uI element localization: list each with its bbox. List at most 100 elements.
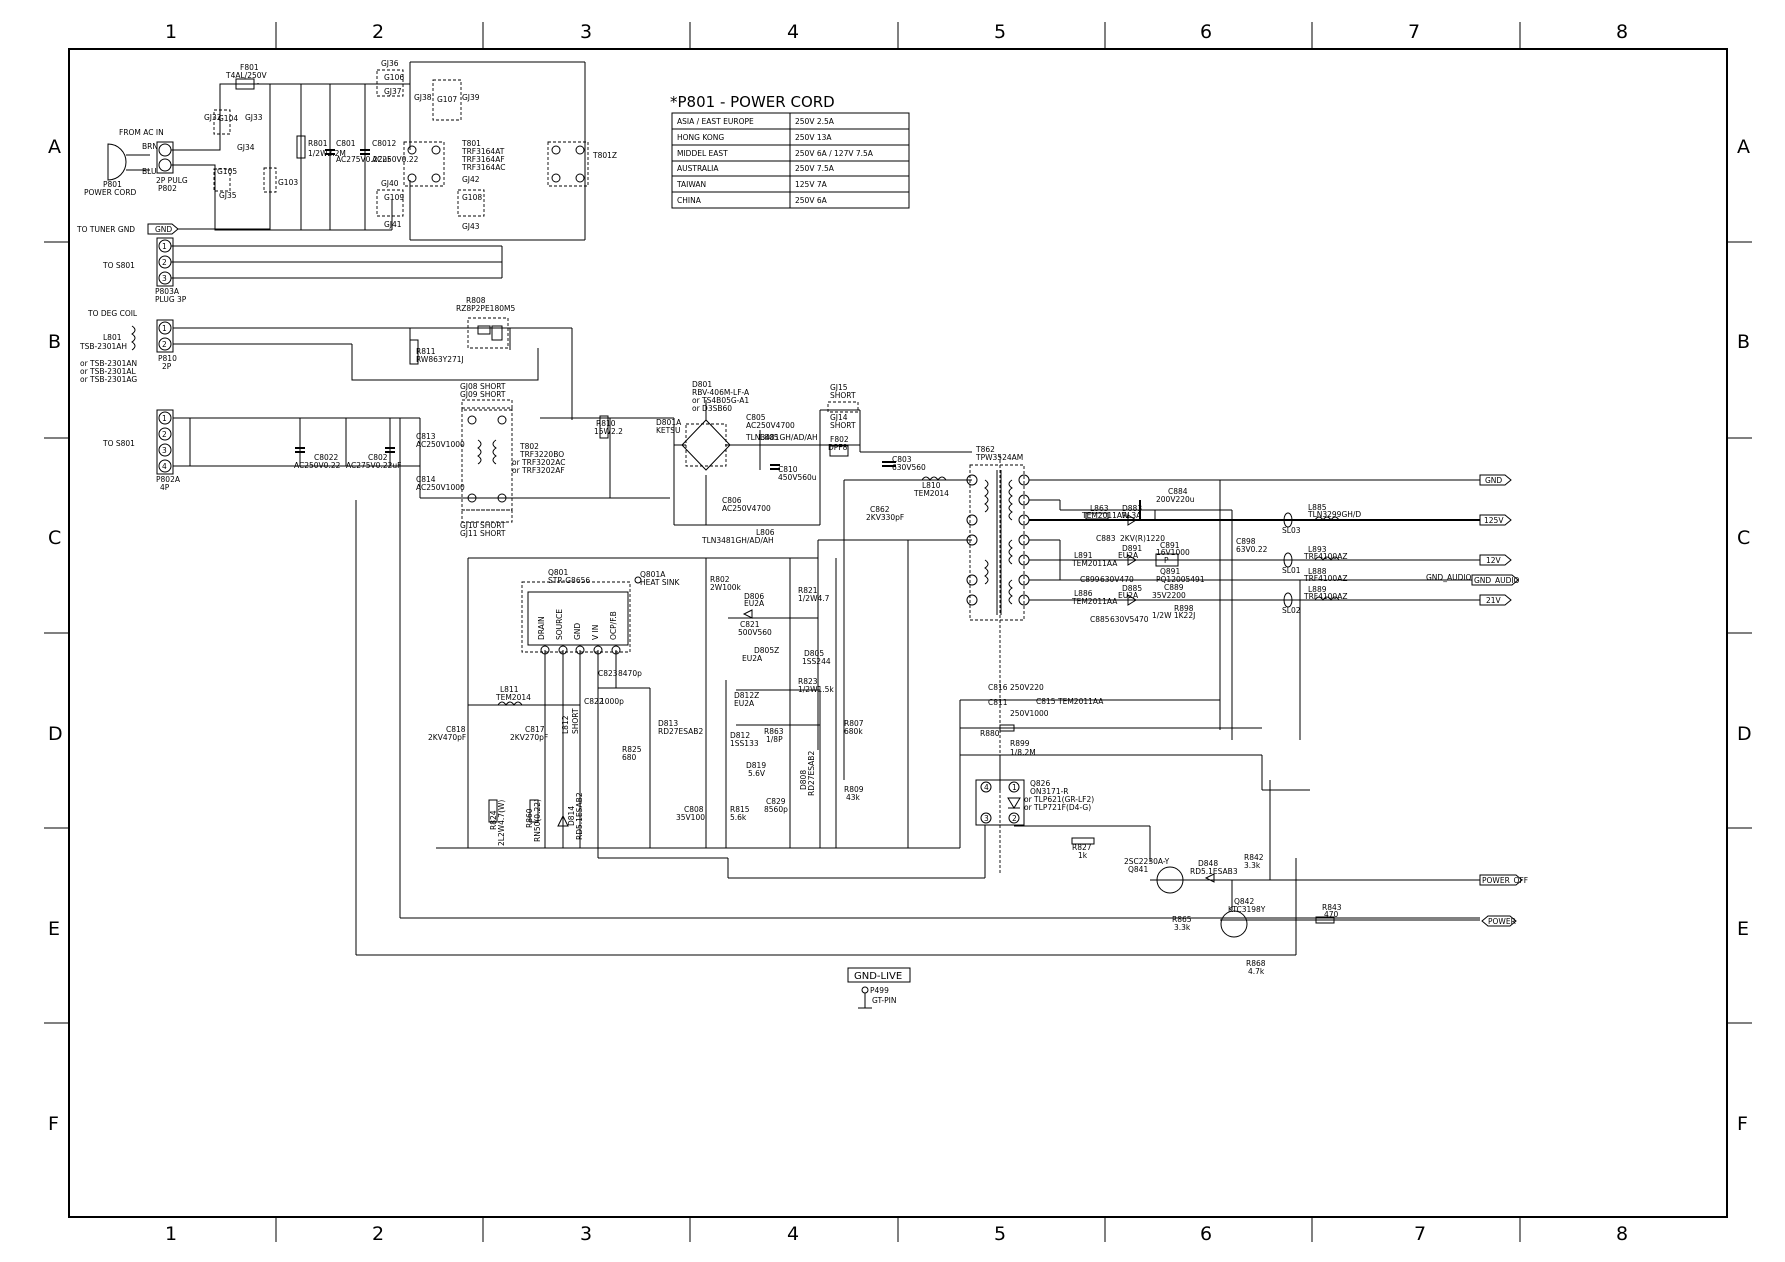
feedback-section: C816 250V220 C815 TEM2011AA C811 250V100… [959, 455, 1480, 976]
q826-pin4: 4 [984, 783, 989, 792]
spark-gap-sl03 [1283, 512, 1293, 528]
p803a-label: P803A [155, 287, 180, 296]
inductor-l863 [1085, 512, 1109, 520]
c806-label: C806 [722, 496, 742, 505]
q826-variant-2: or TLP621(GR-LF2) [1024, 795, 1094, 804]
g105-block [213, 168, 231, 192]
c862-value: 2KV330pF [866, 513, 904, 522]
d812z-value: EU2A [734, 699, 755, 708]
f802-value: DPF8 [828, 443, 848, 452]
grid-col-4-bottom: 4 [787, 1223, 799, 1245]
l811-label: L811 [500, 685, 519, 694]
gj40-label: GJ40 [381, 179, 399, 188]
cord-rating-taiwan: 125V 7A [795, 180, 828, 189]
r808-value: RZ8P2PE180M5 [456, 304, 515, 313]
g107-label: G107 [437, 95, 457, 104]
c8022-label: C8022 [314, 453, 339, 462]
p810-pin1: 1 [162, 324, 167, 333]
gj15-label: GJ15 [830, 383, 848, 392]
cord-rating-china: 250V 6A [795, 196, 828, 205]
q842-value: KTC3198Y [1228, 905, 1266, 914]
l888-value: TRF4100AZ [1303, 574, 1347, 583]
l891-label: L891 [1074, 551, 1093, 560]
r809-value: 43k [846, 793, 861, 802]
l812-value: SHORT [571, 708, 580, 734]
t801-variant-2: TRF3164AF [461, 155, 505, 164]
c885-value: 630V5470 [1110, 615, 1149, 624]
grid-row-e-left: E [48, 918, 60, 940]
sl02-label: SL02 [1282, 606, 1301, 615]
d805-label: D805 [804, 649, 824, 658]
resistor-r860 [529, 799, 539, 823]
g108-block [457, 189, 485, 217]
d805z-label: D805Z [754, 646, 779, 655]
gnd-audio-line-label: GND_AUDIO [1426, 573, 1472, 582]
d808-value: RD27ESAB2 [807, 751, 816, 796]
l889-label: L889 [1308, 585, 1327, 594]
c818-value: 2KV470pF [428, 733, 466, 742]
l886-label: L886 [1074, 589, 1093, 598]
diode-d891 [1127, 554, 1137, 566]
p802a-pin3: 3 [162, 446, 167, 455]
f801-value: T4AL/250V [225, 71, 268, 80]
cord-rating-australia: 250V 7.5A [795, 164, 835, 173]
r823-label: R823 [798, 677, 818, 686]
grid-row-d-right: D [1737, 723, 1752, 745]
switching-section: Q801 STR-G8656 Q801A HEAT SINK DRAIN SOU… [355, 418, 1480, 956]
q841-label: Q841 [1128, 865, 1148, 874]
g103-block [263, 167, 277, 193]
g103-label: G103 [278, 178, 298, 187]
f802-label: F802 [830, 435, 849, 444]
l805-label: L805 [760, 433, 779, 442]
grid-row-b-right: B [1737, 331, 1750, 353]
r843-label: R843 [1322, 903, 1342, 912]
inductor-l893 [1314, 556, 1340, 561]
c816-label: C816 [988, 683, 1008, 692]
cord-region-hongkong: HONG KONG [677, 133, 724, 142]
c898-label: C898 [1236, 537, 1256, 546]
g108-label: G108 [462, 193, 482, 202]
t862-label: T862 [975, 445, 995, 454]
grid-row-c-left: C [48, 527, 61, 549]
resistor-r810 [599, 415, 609, 439]
gj33-label: GJ33 [245, 113, 263, 122]
gj09-label: GJ09 SHORT [460, 390, 506, 399]
d891-label: D891 [1122, 544, 1142, 553]
d812-value: 1SS133 [730, 739, 759, 748]
inductor-l811 [497, 701, 523, 706]
r825-label: R825 [622, 745, 642, 754]
sl03-label: SL03 [1282, 526, 1301, 535]
cord-region-australia: AUSTRALIA [677, 164, 719, 173]
l801-label: L801 [103, 333, 122, 342]
q826-label: Q826 [1030, 779, 1050, 788]
grid-col-1-bottom: 1 [165, 1223, 177, 1245]
cord-region-taiwan: TAIWAN [676, 180, 706, 189]
c802-value: AC275V0.22uF [346, 461, 401, 470]
t802-variant-2: or TRF3202AC [512, 458, 566, 467]
d814-value: RD5.1ESAB2 [575, 792, 584, 840]
r802-label: R802 [710, 575, 730, 584]
d814-label: D814 [567, 806, 576, 826]
gj08-label: GJ08 SHORT [460, 382, 506, 391]
r863-label: R863 [764, 727, 784, 736]
to-s801-a-label: TO S801 [102, 261, 135, 270]
transformer-t862 [969, 464, 1025, 621]
d801-variant-3: or D3SB60 [692, 404, 732, 413]
q801a-label: Q801A [640, 570, 666, 579]
gj10-label: GJ10 SHORT [460, 521, 506, 530]
r811-label: R811 [416, 347, 436, 356]
gj38-label: GJ38 [414, 93, 432, 102]
r811-value: RW863Y271J [416, 355, 464, 364]
inductor-l885 [1314, 516, 1340, 521]
d891-value: EU2A [1118, 551, 1139, 560]
cord-region-middle-east: MIDDEL EAST [677, 149, 728, 158]
c818-label: C818 [446, 725, 466, 734]
plug-3p-label: PLUG 3P [155, 295, 187, 304]
d801-variant-1: RBV-406M-LF-A [692, 388, 750, 397]
c811-value: 250V1000 [1010, 709, 1049, 718]
p803a-pin1: 1 [162, 242, 167, 251]
q891-p: P [1164, 556, 1169, 565]
c815-value: TEM2011AA [1057, 697, 1104, 706]
d813-value: RD27ESAB2 [658, 727, 703, 736]
d801a-label: D801A [656, 418, 682, 427]
